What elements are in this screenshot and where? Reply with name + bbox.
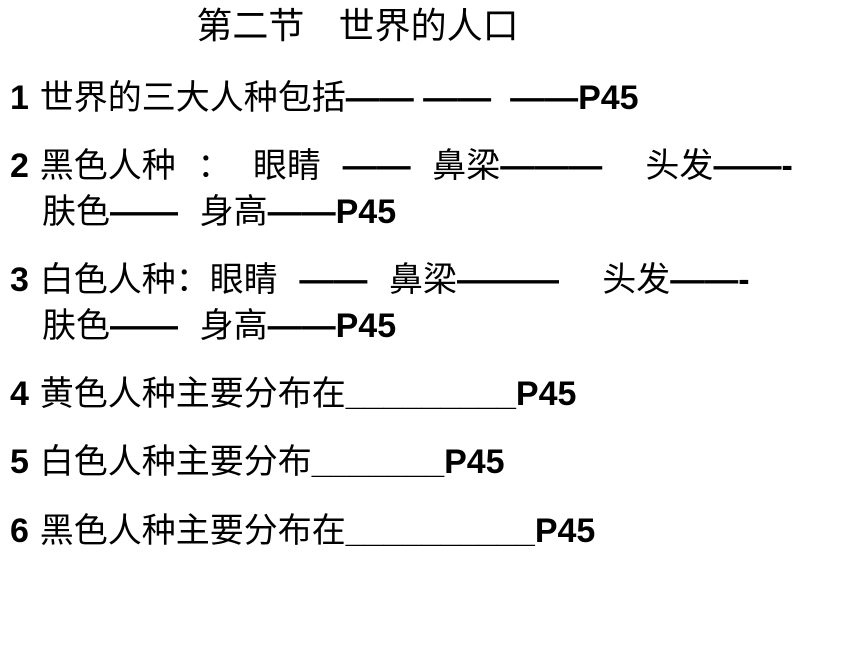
- question-number: 2: [10, 147, 29, 185]
- question-text: 白色人种：眼睛: [28, 260, 300, 300]
- question-text: 世界的三大人种包括: [28, 78, 346, 118]
- question-number: 3: [10, 261, 29, 299]
- question-text: 黑色人种主要分布在: [28, 511, 346, 551]
- question-text: 鼻梁: [410, 146, 501, 186]
- question-text: 肤色: [42, 192, 110, 232]
- answer-blank: ——-: [713, 147, 793, 185]
- answer-blank: ———: [456, 261, 559, 299]
- question-number: 5: [10, 443, 29, 481]
- answer-blank: __________P45: [345, 512, 596, 550]
- answer-blank: ———: [500, 147, 603, 185]
- answer-blank: ——-: [670, 261, 750, 299]
- answer-blank: ——P45: [267, 307, 397, 345]
- question-4: 4 黄色人种主要分布在_________P45: [10, 366, 576, 422]
- question-text: 肤色: [42, 306, 110, 346]
- question-text: 头发: [558, 260, 671, 300]
- question-text: 身高: [178, 306, 268, 346]
- question-text: 鼻梁: [367, 260, 457, 300]
- question-2: 2 黑色人种 ： 眼睛 —— 鼻梁——— 头发——-: [10, 138, 793, 194]
- question-1: 1 世界的三大人种包括—— —— ——P45: [10, 70, 639, 126]
- question-3: 3 白色人种：眼睛 —— 鼻梁——— 头发——-: [10, 252, 750, 308]
- question-3-continued: 肤色—— 身高——P45: [42, 298, 396, 354]
- question-number: 6: [10, 512, 29, 550]
- question-text: 黑色人种 ： 眼睛: [28, 146, 343, 186]
- question-text: 身高: [178, 192, 268, 232]
- question-number: 1: [10, 79, 29, 117]
- answer-blank: ——: [110, 193, 178, 231]
- question-text: 黄色人种主要分布在: [28, 374, 346, 414]
- answer-blank: ——: [299, 261, 368, 299]
- answer-blank: ——P45: [267, 193, 397, 231]
- answer-blank: _______P45: [311, 443, 505, 481]
- question-number: 4: [10, 375, 29, 413]
- question-2-continued: 肤色—— 身高——P45: [42, 184, 396, 240]
- answer-blank: _________P45: [345, 375, 577, 413]
- question-text: 头发: [602, 146, 714, 186]
- answer-blank: ——: [342, 147, 411, 185]
- question-text: 白色人种主要分布: [28, 442, 312, 482]
- question-5: 5 白色人种主要分布_______P45: [10, 434, 505, 490]
- answer-blank: —— —— ——P45: [345, 79, 639, 117]
- question-6: 6 黑色人种主要分布在__________P45: [10, 503, 595, 559]
- answer-blank: ——: [110, 307, 178, 345]
- page-title: 第二节 世界的人口: [196, 6, 519, 47]
